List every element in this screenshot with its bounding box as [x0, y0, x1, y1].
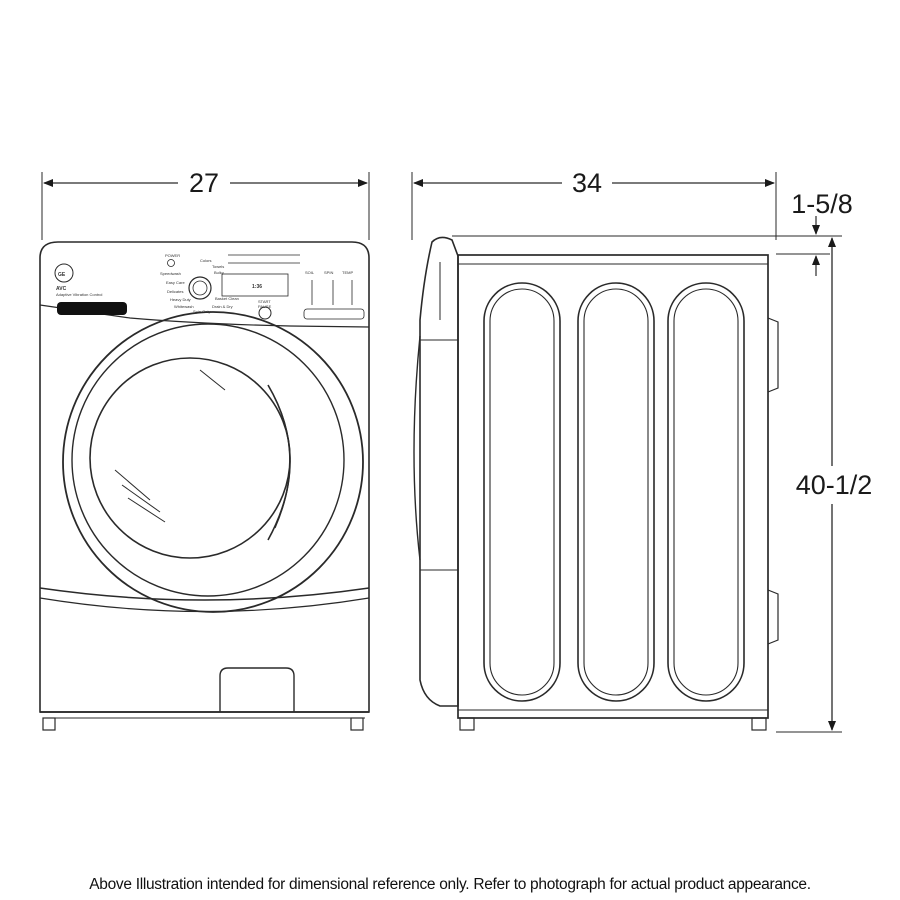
svg-text:Basket Clean: Basket Clean	[215, 296, 239, 301]
door	[62, 311, 364, 613]
side-ribs	[483, 282, 745, 702]
ge-logo: GE	[54, 263, 74, 283]
cycle-knob-icon	[188, 276, 212, 300]
disclaimer-caption: Above Illustration intended for dimensio…	[89, 876, 811, 893]
svg-text:GE: GE	[58, 272, 66, 278]
svg-text:Bulky: Bulky	[214, 270, 224, 275]
option-buttons	[303, 308, 365, 320]
depth-dimension	[411, 172, 777, 240]
door-offset-value: 1-5/8	[791, 189, 853, 219]
foot-right	[350, 717, 364, 731]
soil-label: SOIL	[305, 270, 315, 275]
svg-text:Colors: Colors	[200, 258, 212, 263]
svg-text:Drain & Dry: Drain & Dry	[212, 304, 233, 309]
start-sublabel: PAUSE	[258, 304, 272, 309]
width-value: 27	[189, 168, 219, 198]
offset-dimension	[452, 216, 842, 276]
spin-label: SPIN	[324, 270, 333, 275]
display	[221, 273, 289, 297]
side-foot-front	[459, 717, 475, 731]
height-dimension	[776, 237, 842, 733]
depth-value: 34	[572, 168, 602, 198]
svg-text:Heavy Duty: Heavy Duty	[170, 297, 191, 302]
control-panel	[39, 304, 370, 328]
power-label: POWER	[165, 253, 180, 258]
dispenser-drawer	[57, 302, 127, 315]
power-button-icon	[167, 259, 175, 267]
rear-fittings	[767, 317, 779, 393]
side-front-profile	[419, 236, 459, 707]
model-sublabel: Adaptive Vibration Control	[56, 292, 103, 297]
start-label: START	[258, 299, 271, 304]
model-label: AVC	[56, 286, 67, 292]
side-view	[411, 172, 842, 733]
side-door-bulge	[413, 335, 421, 561]
drawer-handle	[219, 667, 295, 712]
front-view: GE AVC Adaptive Vibration Control POWER …	[39, 172, 370, 731]
svg-text:Towels: Towels	[212, 264, 224, 269]
temp-label: TEMP	[342, 270, 353, 275]
svg-text:Speedwash: Speedwash	[160, 271, 181, 276]
side-foot-rear	[751, 717, 767, 731]
cycle-labels-right: Colors Towels Bulky Basket Clean Drain &…	[200, 258, 239, 309]
pedestal-top	[39, 587, 370, 601]
foot-left	[42, 717, 56, 731]
svg-text:Whitewash: Whitewash	[174, 304, 194, 309]
svg-text:Delicates: Delicates	[167, 289, 183, 294]
svg-text:Spin Only: Spin Only	[193, 309, 210, 314]
display-readout: 1:36	[252, 284, 262, 290]
side-cabinet	[457, 254, 769, 719]
start-button-icon	[258, 306, 272, 320]
svg-text:Easy Care: Easy Care	[166, 280, 185, 285]
cycle-labels-left: Speedwash Easy Care Delicates Heavy Duty…	[160, 271, 210, 314]
width-dimension	[41, 172, 370, 240]
height-value: 40-1/2	[796, 470, 873, 500]
washer-cabinet	[39, 241, 370, 713]
